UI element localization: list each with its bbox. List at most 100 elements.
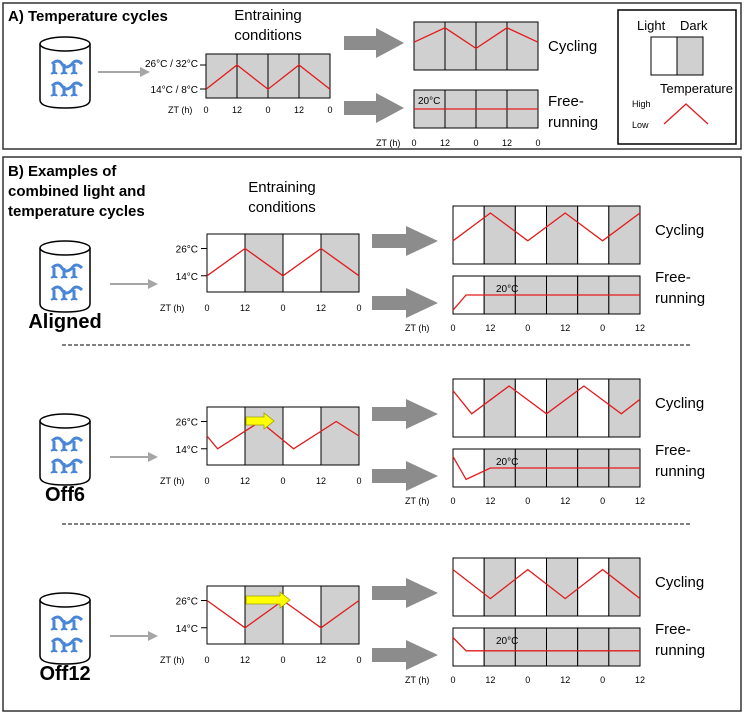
tick-label: 12 — [635, 675, 645, 685]
light-block — [206, 585, 246, 645]
dark-block — [244, 585, 284, 645]
cycling-label: Cycling — [655, 395, 704, 412]
temperature-line — [413, 27, 539, 50]
tick-label: 0 — [327, 105, 332, 115]
big-arrow — [372, 288, 438, 318]
free-running-label: running — [655, 290, 705, 307]
dark-block — [444, 21, 477, 71]
free-running-label: Free- — [548, 93, 584, 110]
legend-high: High — [632, 99, 651, 109]
temperature-line — [452, 637, 640, 652]
constant-temp-label: 20°C — [496, 636, 518, 647]
entrain-label: conditions — [248, 199, 316, 216]
tick-label: 12 — [485, 675, 495, 685]
tick-label: 12 — [240, 476, 250, 486]
legend-low: Low — [632, 120, 649, 130]
tick-label: 12 — [485, 323, 495, 333]
zt-label: ZT (h) — [160, 655, 184, 665]
cycling-label: Cycling — [655, 222, 704, 239]
light-block — [282, 406, 322, 466]
big-arrow — [344, 28, 404, 58]
free-running-label: Free- — [655, 621, 691, 638]
y-label-high: 26°C / 32°C — [145, 59, 198, 70]
vial-top — [39, 240, 91, 256]
y-label-low: 14°C — [176, 445, 198, 456]
dark-block — [298, 53, 331, 99]
light-block — [452, 448, 485, 488]
light-block — [282, 233, 322, 293]
y-label-low: 14°C / 8°C — [151, 85, 198, 96]
free-running-label: Free- — [655, 442, 691, 459]
tick-label: 12 — [232, 105, 242, 115]
tick-label: 0 — [203, 105, 208, 115]
big-arrow — [372, 399, 438, 429]
light-block — [452, 627, 485, 667]
tick-label: 0 — [356, 303, 361, 313]
panel-a-title: A) Temperature cycles — [8, 8, 168, 25]
tick-label: 0 — [411, 138, 416, 148]
zt-label: ZT (h) — [376, 138, 400, 148]
tick-label: 0 — [265, 105, 270, 115]
tick-label: 12 — [560, 675, 570, 685]
free-running-label: running — [655, 463, 705, 480]
phase-shift-arrow — [245, 412, 275, 430]
cycling-label: Cycling — [548, 38, 597, 55]
y-label-low: 14°C — [176, 272, 198, 283]
dark-block — [205, 53, 238, 99]
temperature-line — [205, 64, 331, 91]
legend-dark: Dark — [680, 18, 708, 33]
free-running-label: Free- — [655, 269, 691, 286]
legend-dark-swatch — [676, 36, 704, 76]
tick-label: 0 — [280, 476, 285, 486]
fly-vial-icon — [39, 240, 91, 313]
tick-label: 12 — [316, 476, 326, 486]
zt-label: ZT (h) — [160, 476, 184, 486]
entrain-label: Entraining — [248, 179, 316, 196]
temperature-line — [452, 294, 640, 311]
dark-block — [608, 205, 641, 265]
dark-block — [413, 21, 446, 71]
dark-block — [320, 233, 360, 293]
dark-block — [608, 627, 641, 667]
condition-name: Off12 — [39, 663, 90, 685]
constant-temp-label: 20°C — [418, 96, 440, 107]
small-arrow-head — [148, 631, 158, 641]
fly-vial-icon — [39, 592, 91, 665]
tick-label: 0 — [600, 496, 605, 506]
dark-block — [546, 627, 579, 667]
tick-label: 12 — [316, 303, 326, 313]
dark-block — [267, 53, 300, 99]
dark-block — [546, 378, 579, 438]
dark-block — [244, 233, 284, 293]
tick-label: 12 — [440, 138, 450, 148]
big-arrow — [344, 93, 404, 123]
y-label-low: 14°C — [176, 624, 198, 635]
y-label-high: 26°C — [176, 418, 198, 429]
big-arrow — [372, 640, 438, 670]
tick-label: 0 — [600, 675, 605, 685]
small-arrow-head — [148, 452, 158, 462]
fly-vial-icon — [39, 36, 91, 109]
dark-block — [475, 21, 508, 71]
small-arrow-head — [140, 67, 150, 77]
tick-label: 0 — [204, 303, 209, 313]
fly-vial-icon — [39, 413, 91, 486]
free-running-label: running — [548, 114, 598, 131]
plot-entrain-a — [200, 53, 331, 99]
tick-label: 12 — [294, 105, 304, 115]
tick-label: 0 — [525, 675, 530, 685]
constant-temp-label: 20°C — [496, 284, 518, 295]
tick-label: 12 — [560, 496, 570, 506]
legend-temperature: Temperature — [660, 81, 733, 96]
panel-b-frame — [2, 156, 742, 712]
entrain-label: Entraining — [234, 7, 302, 24]
tick-label: 0 — [450, 675, 455, 685]
tick-label: 0 — [473, 138, 478, 148]
vial-top — [39, 413, 91, 429]
zt-label: ZT (h) — [405, 496, 429, 506]
big-arrow — [372, 578, 438, 608]
light-block — [452, 557, 485, 617]
small-arrow-head — [148, 279, 158, 289]
panel-b-title: temperature cycles — [8, 203, 145, 220]
